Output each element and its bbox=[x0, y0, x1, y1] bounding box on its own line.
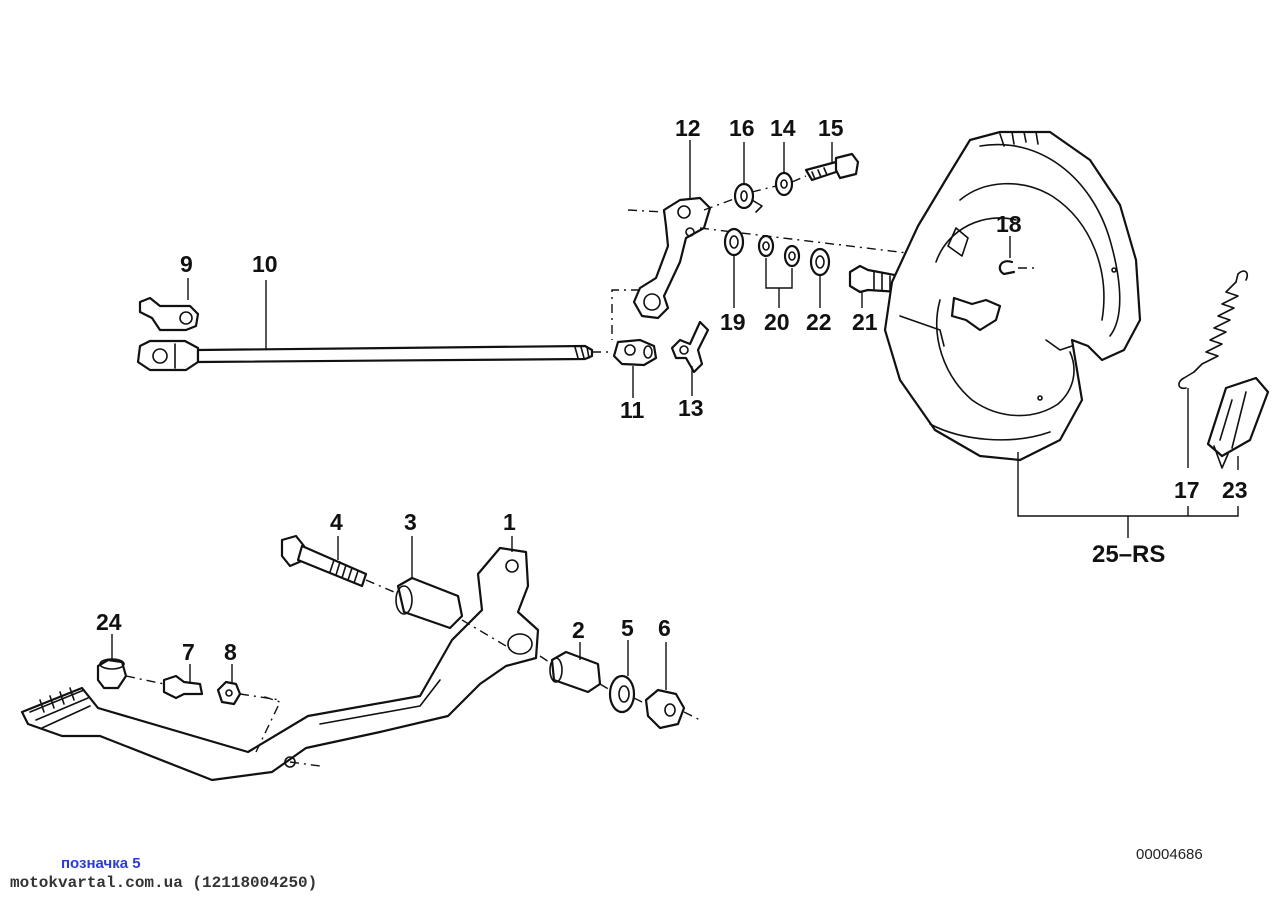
lining-23 bbox=[1206, 376, 1270, 470]
callout-1: 1 bbox=[503, 509, 516, 535]
callout-13: 13 bbox=[678, 395, 704, 421]
clip-18 bbox=[998, 236, 1034, 276]
spring-17 bbox=[1178, 270, 1249, 468]
screw-7 bbox=[162, 664, 204, 700]
wing-nut-13 bbox=[670, 320, 710, 396]
bushing-3 bbox=[395, 536, 507, 647]
brake-pedal-1 bbox=[20, 536, 540, 782]
washer-19 bbox=[723, 227, 745, 308]
callout-18: 18 bbox=[996, 211, 1022, 237]
callout-24: 24 bbox=[96, 609, 122, 635]
callout-25-rs: 25–RS bbox=[1092, 541, 1165, 568]
brake-rod-10 bbox=[136, 280, 612, 372]
brake-shoe-25 bbox=[883, 130, 1142, 462]
cap-24 bbox=[96, 634, 165, 690]
washer-14 bbox=[751, 142, 794, 197]
callout-14: 14 bbox=[770, 115, 796, 141]
callout-5: 5 bbox=[621, 615, 634, 641]
clevis-9 bbox=[138, 278, 200, 332]
callout-17: 17 bbox=[1174, 477, 1200, 503]
washer-16 bbox=[733, 142, 763, 213]
callout-15: 15 bbox=[818, 115, 844, 141]
callout-6: 6 bbox=[658, 615, 671, 641]
callout-16: 16 bbox=[729, 115, 755, 141]
washers-20 bbox=[757, 234, 801, 308]
callout-3: 3 bbox=[404, 509, 417, 535]
callout-10: 10 bbox=[252, 251, 278, 277]
callout-8: 8 bbox=[224, 639, 237, 665]
trunnion-11 bbox=[612, 338, 658, 398]
washer-22 bbox=[809, 247, 831, 308]
nut-8 bbox=[216, 664, 281, 706]
document-number: 00004686 bbox=[1136, 846, 1203, 863]
callout-11: 11 bbox=[620, 397, 645, 423]
nut-6 bbox=[633, 642, 701, 730]
callout-22: 22 bbox=[806, 309, 832, 335]
callout-7: 7 bbox=[182, 639, 195, 665]
callout-23: 23 bbox=[1222, 477, 1248, 503]
callout-21: 21 bbox=[852, 309, 878, 335]
bolt-4 bbox=[280, 534, 395, 593]
bolt-15 bbox=[791, 142, 860, 183]
callout-19: 19 bbox=[720, 309, 746, 335]
footer-source: motokvartal.com.ua (12118004250) bbox=[10, 874, 318, 892]
bushing-2 bbox=[539, 642, 602, 694]
callout-12: 12 bbox=[675, 115, 701, 141]
callout-20: 20 bbox=[764, 309, 790, 335]
footer-label: позначка 5 bbox=[61, 855, 141, 872]
callout-4: 4 bbox=[330, 509, 343, 535]
callout-2: 2 bbox=[572, 617, 585, 643]
lever-12 bbox=[627, 140, 743, 320]
washer-5 bbox=[599, 640, 636, 714]
callout-9: 9 bbox=[180, 251, 193, 277]
